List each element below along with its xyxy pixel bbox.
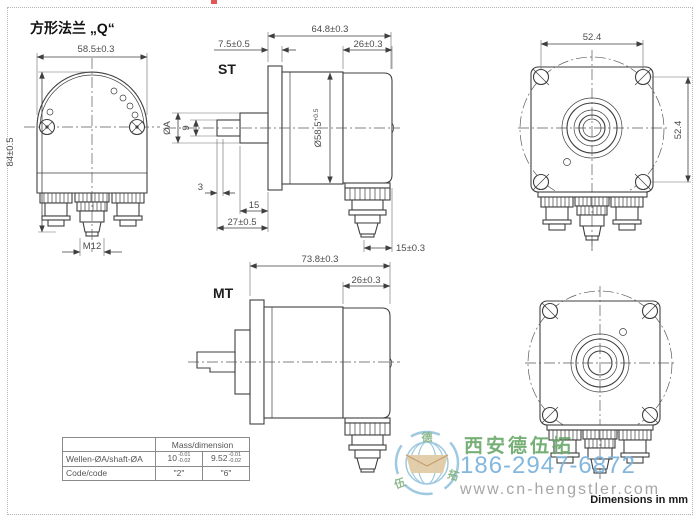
- page-title: 方形法兰 „Q“: [30, 20, 115, 36]
- shaft-dimension-table: Mass/dimension Wellen-ØA/shaft-ØA 10-0.0…: [62, 437, 250, 481]
- code-value-2: "6": [202, 465, 250, 481]
- row-label: Wellen-ØA/shaft-ØA: [62, 451, 156, 467]
- dim-mt-total-length: 73.8±0.3: [302, 254, 339, 265]
- dim-st-total-length: 64.8±0.3: [312, 24, 349, 35]
- dim-front-thread: M12: [83, 241, 101, 252]
- logo-char-top: 德: [421, 430, 433, 444]
- st-view-label: ST: [218, 61, 236, 77]
- row-label: Code/code: [62, 465, 156, 481]
- screw-right: [128, 118, 146, 136]
- dim-st-shaft-total: 27±0.5: [228, 217, 257, 228]
- dim-st-shaft-tip-diameter: 9: [181, 125, 192, 130]
- shaft-dia-value-1: 10-0.01-0.02: [155, 451, 203, 467]
- shaft-dia-value-2: 9.52-0.01-0.02: [202, 451, 250, 467]
- dim-st-rear-pitch-v: 52.4: [673, 121, 684, 140]
- table-header: Mass/dimension: [155, 437, 250, 452]
- dim-st-shaft-length: 15: [249, 200, 260, 211]
- watermark-website: www.cn-hengstler.com: [460, 481, 661, 498]
- corner-screws: [541, 302, 659, 424]
- red-marker: [211, 0, 217, 4]
- logo-char-left: 伍: [391, 475, 407, 492]
- dim-st-groove: 3: [198, 182, 203, 193]
- dim-front-width: 58.5±0.3: [78, 44, 115, 55]
- dim-st-rear-pitch-h: 52.4: [583, 32, 602, 43]
- st-rear-view: 52.4 52.4: [518, 32, 691, 252]
- st-side-view: ST 64.8±0.3 7.5±0.5 26±0.3 Ø58.5+0.5: [162, 24, 425, 254]
- code-value-1: "2": [155, 465, 203, 481]
- mt-side-view: MT 73.8±0.3 26±0.3: [188, 254, 400, 473]
- mt-view-label: MT: [213, 285, 234, 301]
- units-note: Dimensions in mm: [590, 494, 688, 506]
- watermark-phone: 186-2947-6872: [460, 452, 636, 479]
- watermark-company: 西安德伍拓: [464, 436, 575, 457]
- sheet-border: [7, 7, 693, 515]
- front-view: 58.5±0.3 84±0.5 M12: [5, 44, 160, 256]
- mt-rear-view: [525, 286, 675, 480]
- dim-st-rear-section: 26±0.3: [354, 39, 383, 50]
- dim-front-height: 84±0.5: [5, 138, 16, 167]
- dim-st-body-diameter: Ø58.5+0.5: [313, 108, 324, 147]
- corner-screws: [532, 68, 652, 191]
- dim-mt-rear-section: 26±0.3: [352, 275, 381, 286]
- watermark-logo: 德 伍 拓: [391, 430, 461, 496]
- dim-st-shaft-diameter: ØA: [162, 120, 173, 134]
- dim-st-connector-length: 15±0.3: [396, 243, 425, 254]
- table-row: Code/code "2" "6": [62, 465, 250, 481]
- logo-char-right: 拓: [446, 467, 461, 484]
- dim-st-flange-thickness: 7.5±0.5: [218, 39, 250, 50]
- table-row: Wellen-ØA/shaft-ØA 10-0.01-0.02 9.52-0.0…: [62, 451, 250, 467]
